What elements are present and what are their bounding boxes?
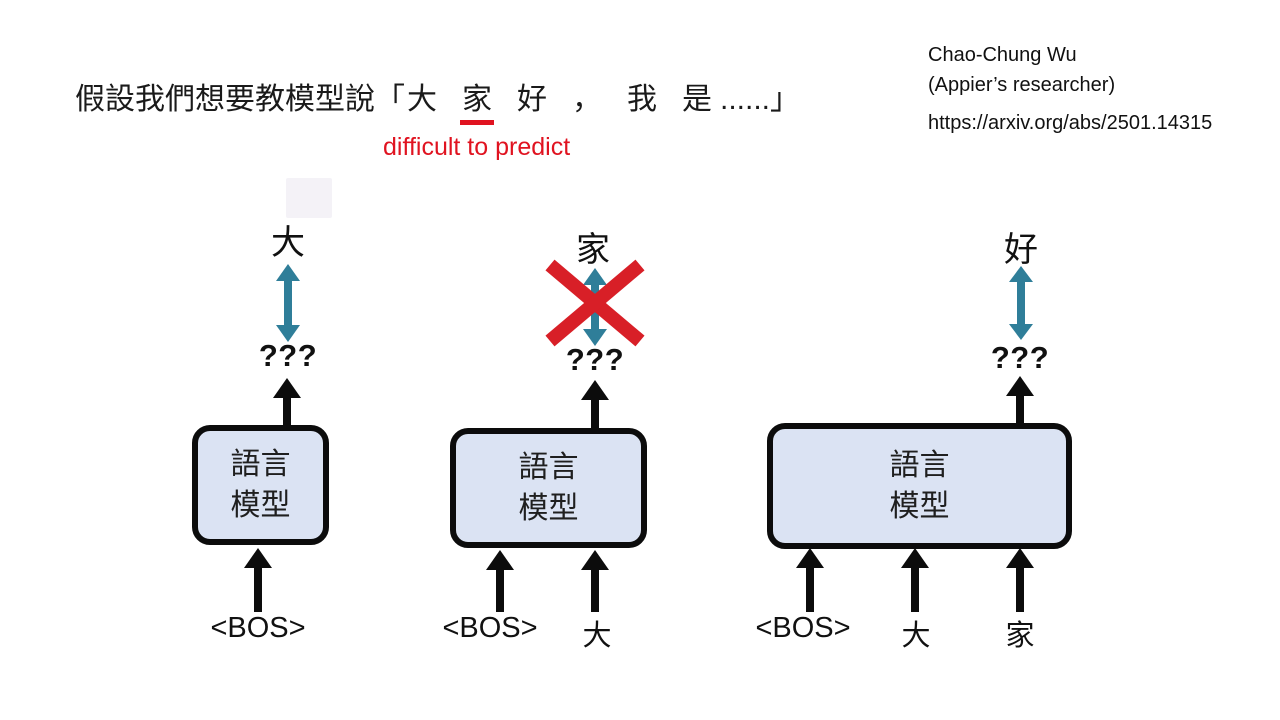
author-block: Chao-Chung Wu (Appier’s researcher) — [928, 40, 1115, 100]
input-arrow-icon — [796, 548, 824, 612]
model-label-line: 語言 — [230, 448, 291, 481]
model-label-line: 模型 — [889, 490, 950, 523]
target-char: 大 — [271, 224, 305, 262]
input-token: 家 — [1005, 620, 1035, 652]
input-token: <BOS> — [210, 612, 306, 644]
title-token: 我 — [627, 83, 657, 116]
language-model-box: 語言 模型 — [450, 428, 647, 548]
author-affiliation: (Appier’s researcher) — [928, 74, 1116, 96]
model-label-line: 語言 — [889, 449, 950, 482]
model-label-line: 語言 — [518, 451, 579, 484]
input-arrow-icon — [1006, 548, 1034, 612]
input-arrow-icon — [901, 548, 929, 612]
input-token: 大 — [901, 620, 931, 652]
output-arrow-icon — [581, 380, 609, 430]
author-name: Chao-Chung Wu — [928, 44, 1077, 66]
target-char: 家 — [576, 231, 610, 269]
input-token: <BOS> — [442, 612, 538, 644]
input-arrow-icon — [244, 548, 272, 612]
input-arrow-icon — [486, 550, 514, 612]
input-token: 大 — [582, 620, 612, 652]
input-arrow-icon — [581, 550, 609, 612]
prediction-placeholder: ??? — [990, 340, 1050, 375]
compare-double-arrow-icon — [1009, 266, 1033, 340]
slide-title: 假設我們想要教模型說「 大 家 好 ， 我 是 ......」 — [75, 82, 801, 125]
target-char: 好 — [1004, 231, 1038, 269]
prediction-placeholder: ??? — [258, 338, 318, 373]
prediction-placeholder: ??? — [565, 342, 625, 377]
title-token: 好 — [517, 83, 547, 116]
arxiv-link: https://arxiv.org/abs/2501.14315 — [928, 112, 1213, 134]
compare-double-arrow-icon — [276, 264, 300, 342]
language-model-box: 語言 模型 — [767, 423, 1072, 549]
language-model-box: 語言 模型 — [192, 425, 329, 545]
cross-out-icon — [545, 259, 645, 347]
model-label-line: 模型 — [230, 489, 291, 522]
input-token: <BOS> — [755, 612, 851, 644]
title-token: ， — [572, 83, 602, 116]
difficult-annotation: difficult to predict — [383, 133, 571, 161]
title-prefix: 假設我們想要教模型說「 — [75, 83, 405, 116]
title-token-underlined: 家 — [460, 83, 494, 125]
title-suffix: ......」 — [720, 83, 801, 116]
render-artifact — [286, 178, 332, 218]
title-token: 是 — [682, 83, 712, 116]
title-token: 大 — [407, 83, 437, 116]
output-arrow-icon — [273, 378, 301, 428]
output-arrow-icon — [1006, 376, 1034, 425]
model-label-line: 模型 — [518, 492, 579, 525]
